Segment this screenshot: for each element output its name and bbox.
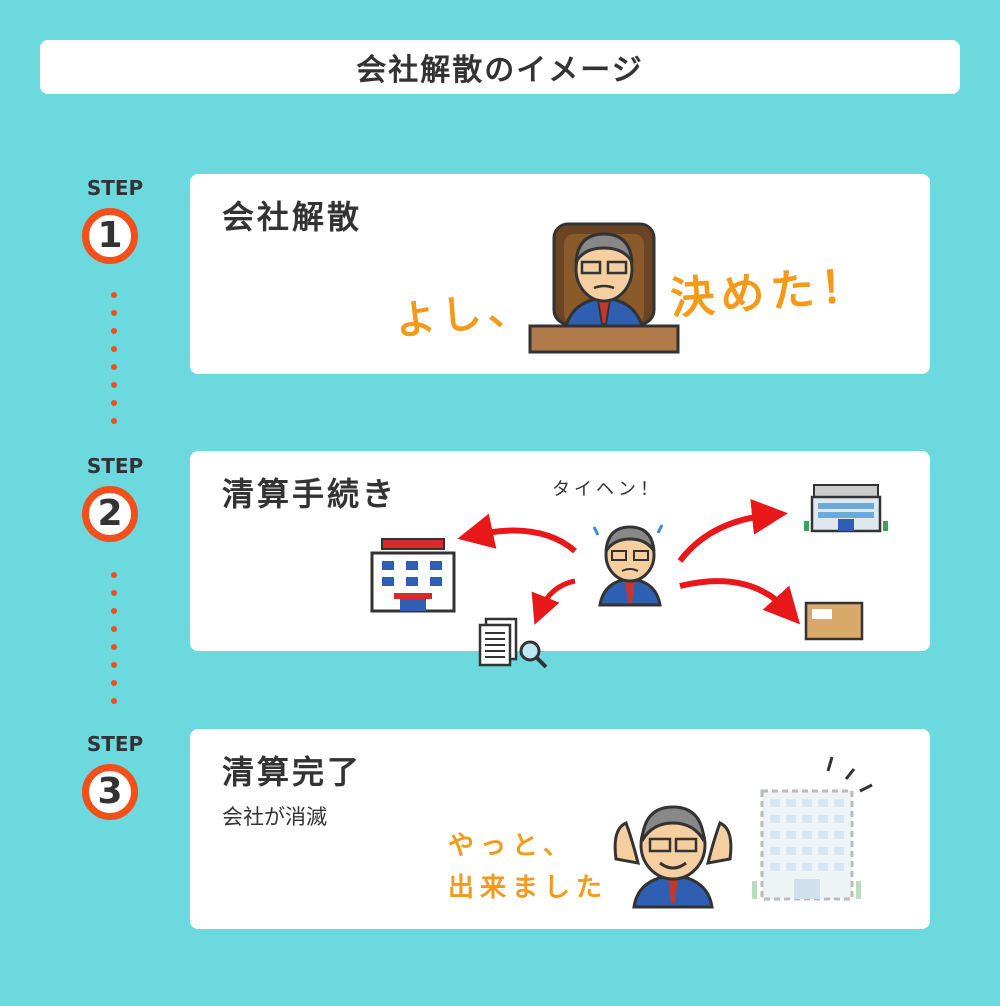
- step-2-card: 清算手続き タイヘン！: [190, 451, 930, 669]
- connector-dot: [111, 310, 117, 316]
- documents-search-icon: [478, 617, 548, 669]
- step-2-label: STEP: [86, 454, 144, 478]
- step-2-number: 2: [97, 493, 123, 534]
- connector-dot: [111, 382, 117, 388]
- connector-dot: [111, 680, 117, 686]
- envelope-icon: [804, 601, 864, 641]
- step-1-number: 1: [97, 215, 123, 256]
- procedure-arrows: [457, 498, 801, 625]
- step-3-title: 清算完了: [222, 753, 363, 791]
- worried-man-icon: [592, 524, 664, 607]
- president-at-desk-icon: [528, 222, 680, 354]
- step-3-card: 清算完了 会社が消滅 やっと、 出来ました: [190, 729, 930, 929]
- step-1-phrase-right: 決めた！: [668, 260, 872, 325]
- step-3-phrase-line2: 出来ました: [448, 873, 609, 903]
- step-3-badge: 3: [82, 764, 138, 820]
- connector-dot: [111, 400, 117, 406]
- speech-text: タイヘン！: [552, 479, 662, 500]
- connector-dot: [111, 626, 117, 632]
- connector-dot: [111, 418, 117, 424]
- connector-dot: [111, 292, 117, 298]
- step-3-number: 3: [97, 771, 123, 812]
- step-1-label: STEP: [86, 176, 144, 200]
- step-3-subtitle: 会社が消滅: [222, 805, 327, 829]
- step-3-label: STEP: [86, 732, 144, 756]
- connector-dot: [111, 698, 117, 704]
- vanishing-building-icon: [752, 756, 873, 901]
- connector-dot: [111, 590, 117, 596]
- step-1-title: 会社解散: [222, 198, 363, 236]
- relieved-man-icon: [613, 805, 733, 909]
- step-3-phrase-line1: やっと、: [448, 831, 575, 861]
- office-building-icon: [370, 538, 456, 613]
- title-banner: 会社解散のイメージ: [40, 40, 960, 94]
- connector-dot: [111, 662, 117, 668]
- connector-dot: [111, 364, 117, 370]
- step-2-badge: 2: [82, 486, 138, 542]
- step-1-card: 会社解散 よし、 決めた！: [190, 174, 930, 374]
- step-1-phrase-left: よし、: [393, 284, 536, 346]
- connector-dot: [111, 346, 117, 352]
- page-title: 会社解散のイメージ: [356, 53, 644, 88]
- connector-dot: [111, 572, 117, 578]
- connector-dot: [111, 644, 117, 650]
- step-1-badge: 1: [82, 208, 138, 264]
- connector-dot: [111, 328, 117, 334]
- step-2-title: 清算手続き: [222, 475, 398, 513]
- government-building-icon: [804, 484, 888, 533]
- connector-dot: [111, 608, 117, 614]
